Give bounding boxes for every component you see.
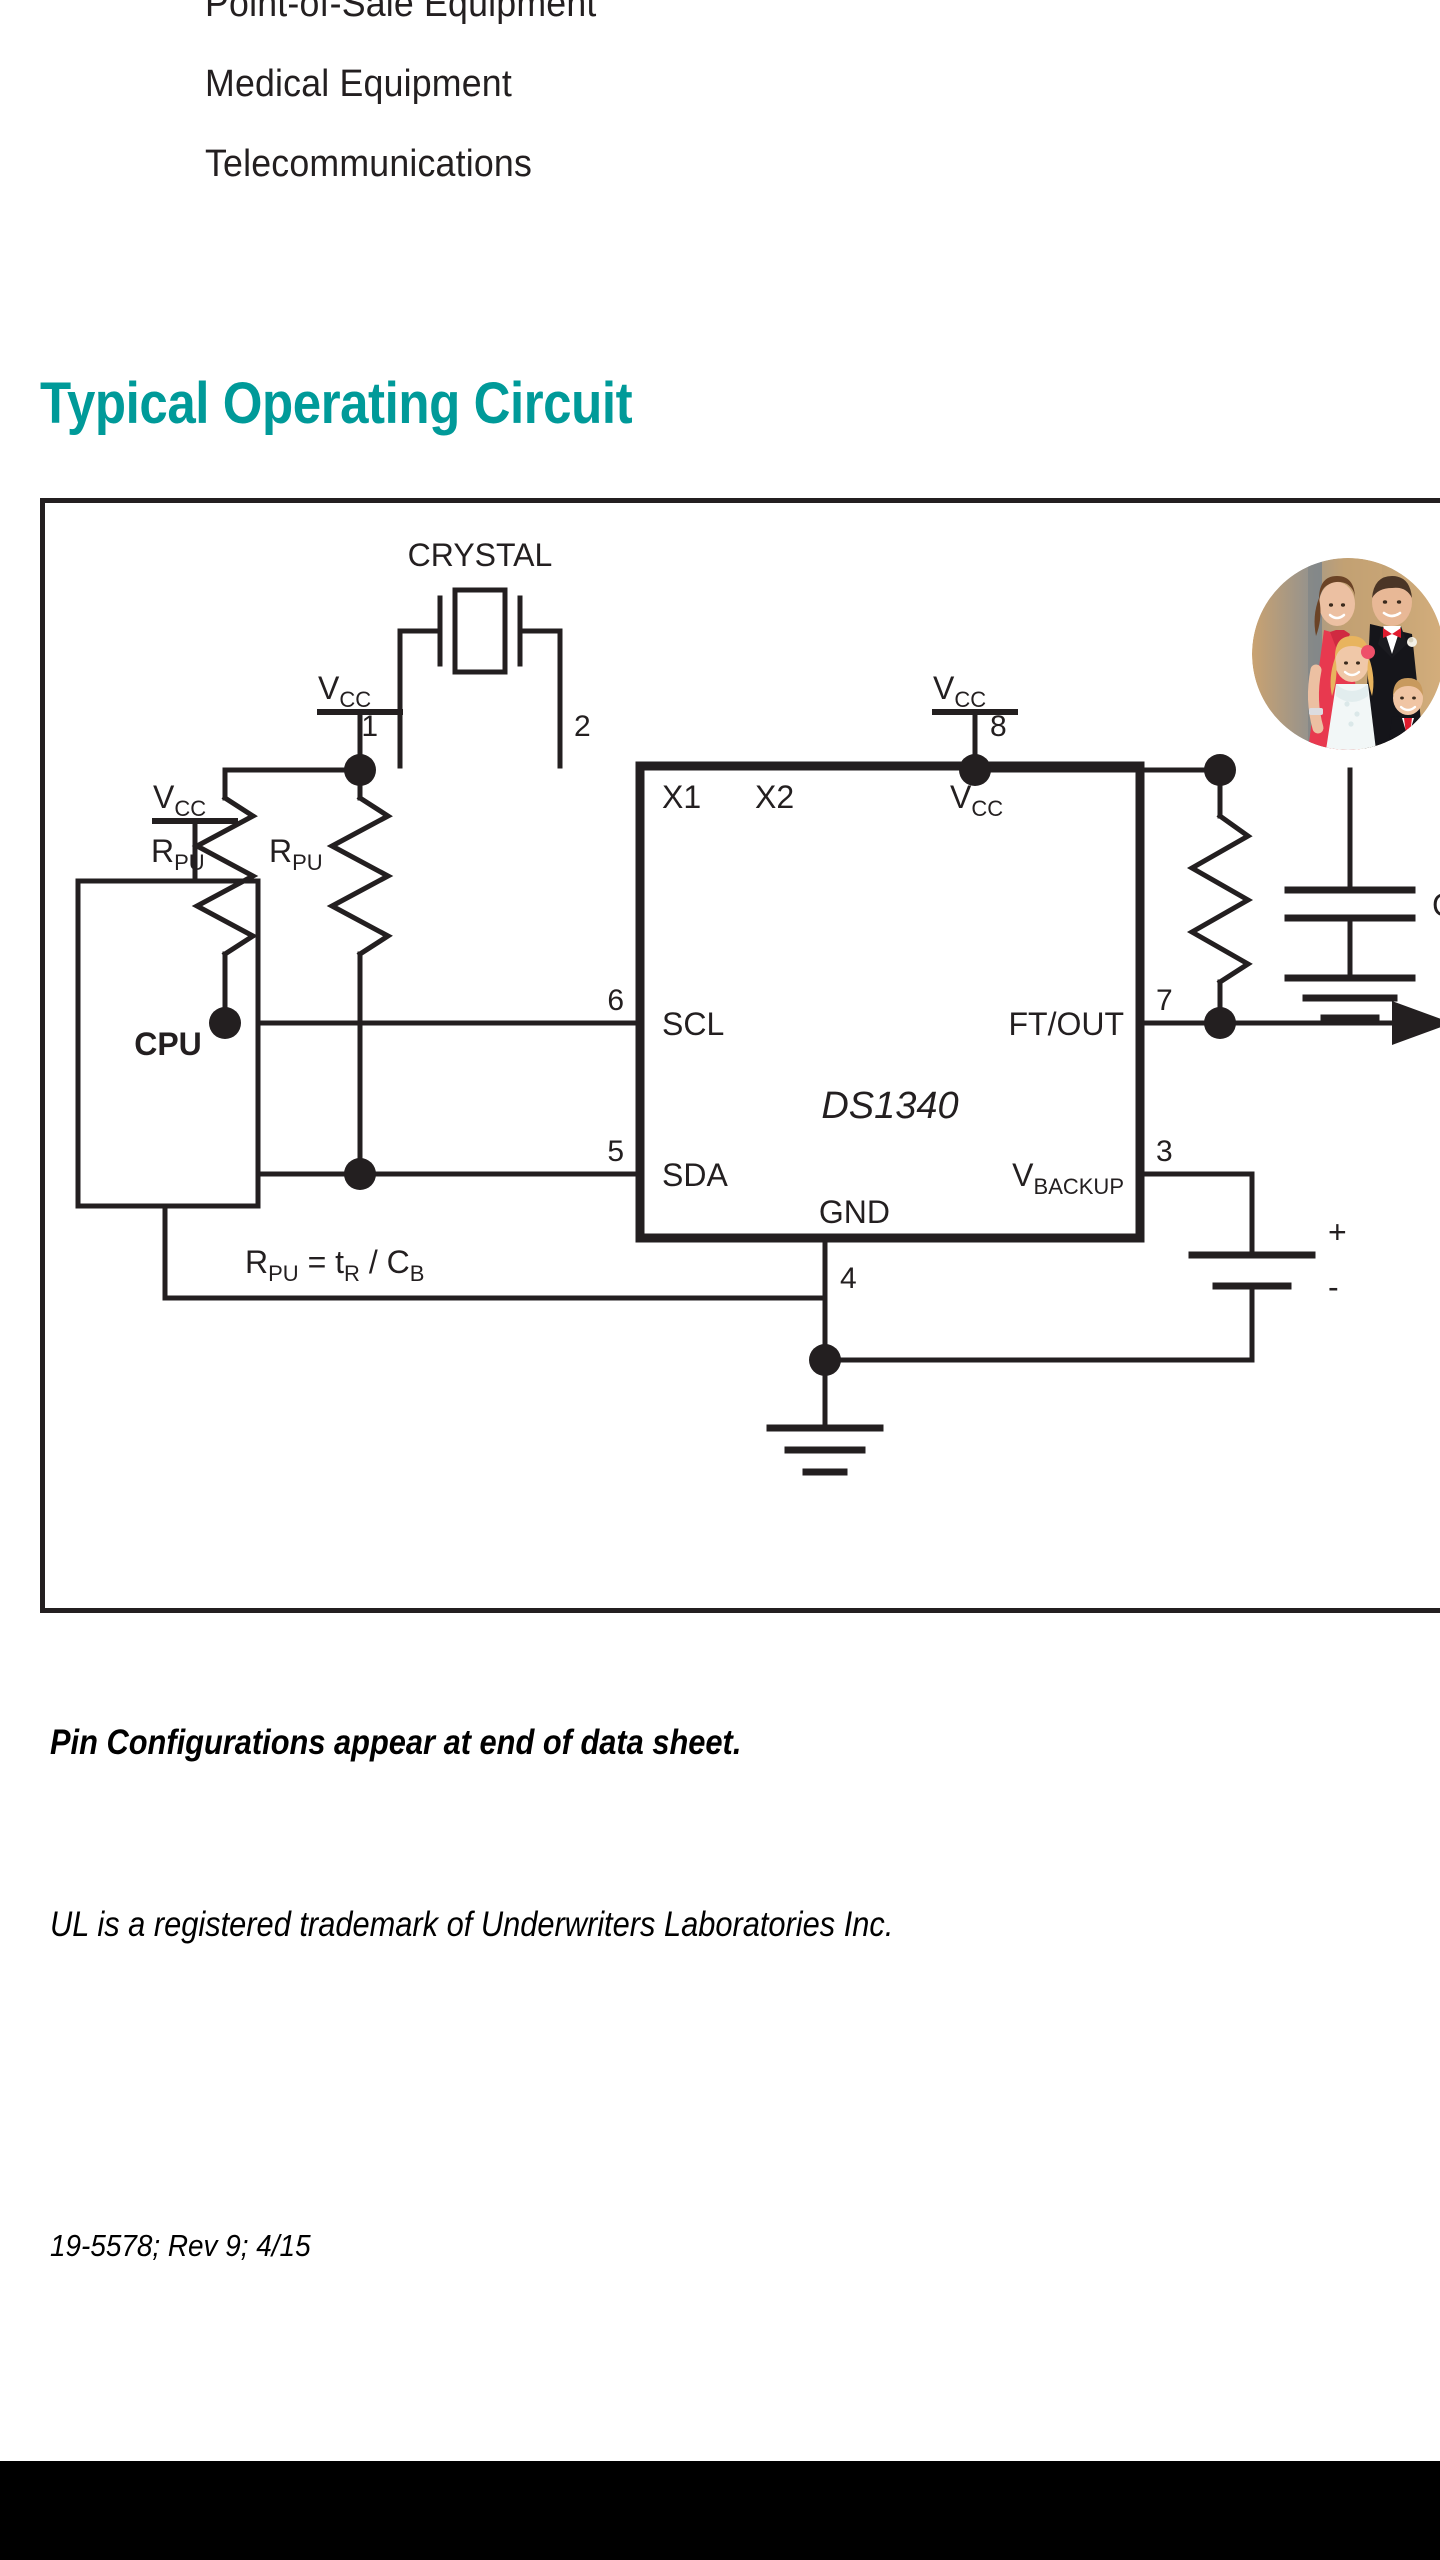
pin-number-5: 5 [607,1135,624,1168]
circuit-schematic-svg: VCC VCC VCC RPU RPU CPU CRYSTAL 1 2 8 6 … [75,537,1440,1476]
pin-number-2: 2 [574,710,591,743]
label-vcc-chip: VCC [933,670,986,712]
resistor-rpu-right [326,767,394,1177]
list-item: Medical Equipment [205,63,512,105]
cpu-label: CPU [134,1026,202,1062]
label-rpu-left: RPU [151,833,205,875]
pin-number-6: 6 [607,984,624,1017]
battery-minus-label: - [1328,1269,1339,1305]
junction-dot-vcc-pullup [344,754,376,786]
capacitor-label-c1: C1 [1432,887,1440,923]
junction-dot-sda [344,1158,376,1190]
pin-label-sda: SDA [662,1157,728,1193]
trademark-note: UL is a registered trademark of Underwri… [50,1905,894,1944]
junction-dot-scl [209,1007,241,1039]
junction-dot-vcc-right [1204,754,1236,786]
battery-plus-label: + [1328,1214,1347,1250]
pin-label-scl: SCL [662,1006,724,1042]
pullup-formula: RPU = tR / CB [245,1244,424,1286]
pin-label-gnd: GND [819,1194,890,1230]
crystal-label: CRYSTAL [408,537,553,573]
pin-number-1: 1 [361,710,378,743]
ds1340-chip-body [635,761,1145,1243]
chip-part-number: DS1340 [821,1085,958,1127]
pin-configurations-note: Pin Configurations appear at end of data… [50,1723,742,1762]
applications-list: Point-of-Sale Equipment Medical Equipmen… [205,0,1105,204]
page-title: Typical Operating Circuit [40,371,633,436]
pin-label-ftout: FT/OUT [1008,1006,1124,1042]
pin-number-7: 7 [1156,984,1173,1017]
ftout-arrow-icon [1392,1001,1440,1045]
junction-dot-gnd [809,1344,841,1376]
label-rpu-right: RPU [269,833,323,875]
crystal-body [452,587,508,675]
pin-number-4: 4 [840,1262,857,1295]
cpu-box [75,878,261,1209]
typical-operating-circuit-figure: VCC VCC VCC RPU RPU CPU CRYSTAL 1 2 8 6 … [40,498,1440,1613]
family-photo-avatar [1252,558,1440,750]
pin-label-vbackup: VBACKUP [1012,1157,1124,1199]
pin-label-vcc: VCC [950,779,1003,821]
label-vcc-pullup: VCC [318,670,371,712]
junction-dot-vcc-chip [959,754,991,786]
family-photo-svg [1252,558,1440,750]
pin-label-x2: X2 [755,779,794,815]
label-vcc-cpu: VCC [153,779,206,821]
list-item: Telecommunications [205,143,533,185]
junction-dot-ftout [1204,1007,1236,1039]
bottom-black-bar [0,2461,1440,2560]
pin-label-x1: X1 [662,779,701,815]
pin-number-8: 8 [990,710,1007,743]
pin-number-3: 3 [1156,1135,1173,1168]
resistor-ftout-pullup [1186,767,1254,1026]
document-revision: 19-5578; Rev 9; 4/15 [50,2228,311,2263]
list-item: Point-of-Sale Equipment [205,0,597,25]
